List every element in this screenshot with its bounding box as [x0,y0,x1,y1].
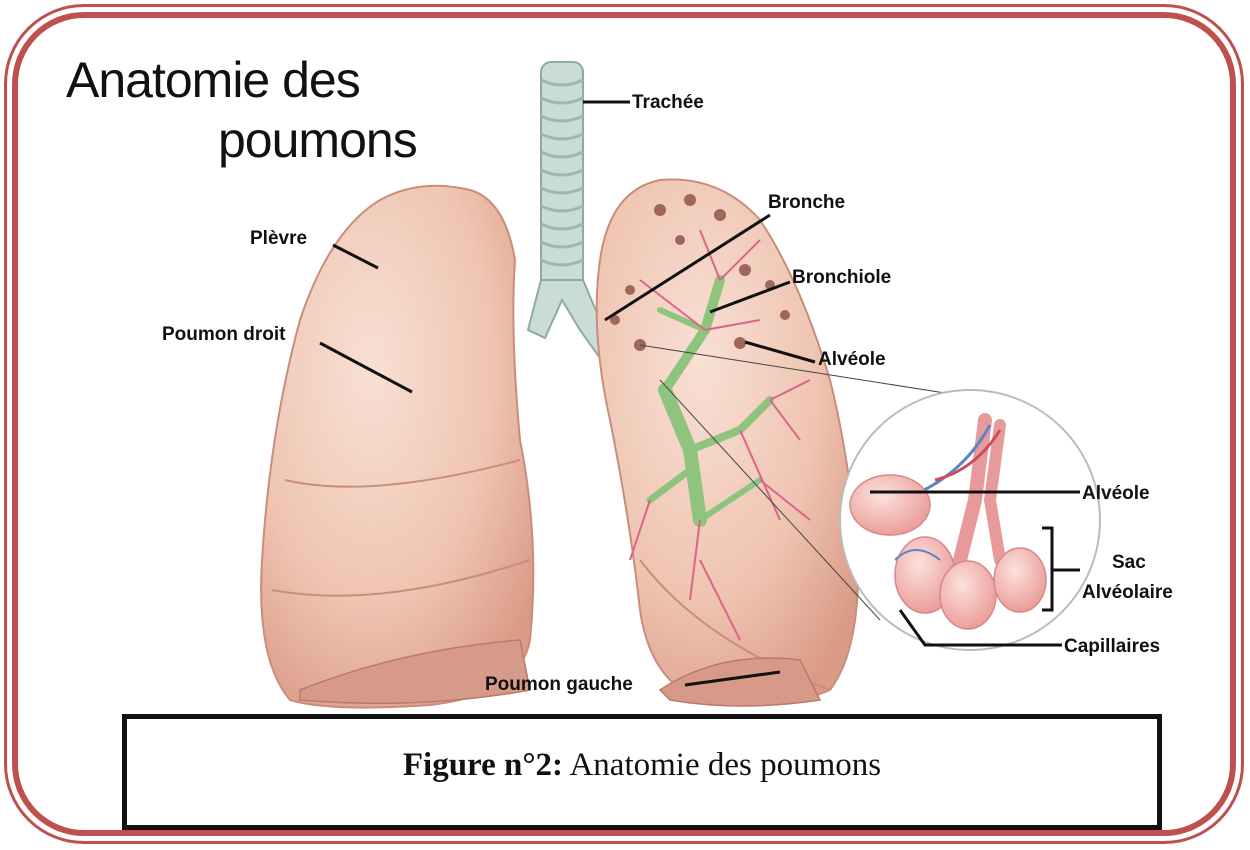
label-pleura: Plèvre [250,228,307,249]
right-lung [261,186,533,708]
figure-caption-box: Figure n°2: Anatomie des poumons [122,714,1162,830]
caption-prefix: Figure n°2: [403,747,563,783]
figure-caption: Figure n°2: Anatomie des poumons [127,747,1157,784]
caption-text: Anatomie des poumons [563,747,881,783]
label-sac-line-1: Sac [1112,552,1146,573]
label-left-lung: Poumon gauche [485,674,633,695]
label-trachea: Trachée [632,92,704,113]
label-right-lung: Poumon droit [162,324,286,345]
left-lung [597,180,858,707]
label-bronchus: Bronche [768,192,845,213]
label-sac-line-2: Alvéolaire [1082,582,1173,603]
label-bronchiole: Bronchiole [792,267,891,288]
label-capillaries: Capillaires [1064,636,1160,657]
label-alveolus: Alvéole [818,349,886,370]
label-inset-alveolus: Alvéole [1082,483,1150,504]
